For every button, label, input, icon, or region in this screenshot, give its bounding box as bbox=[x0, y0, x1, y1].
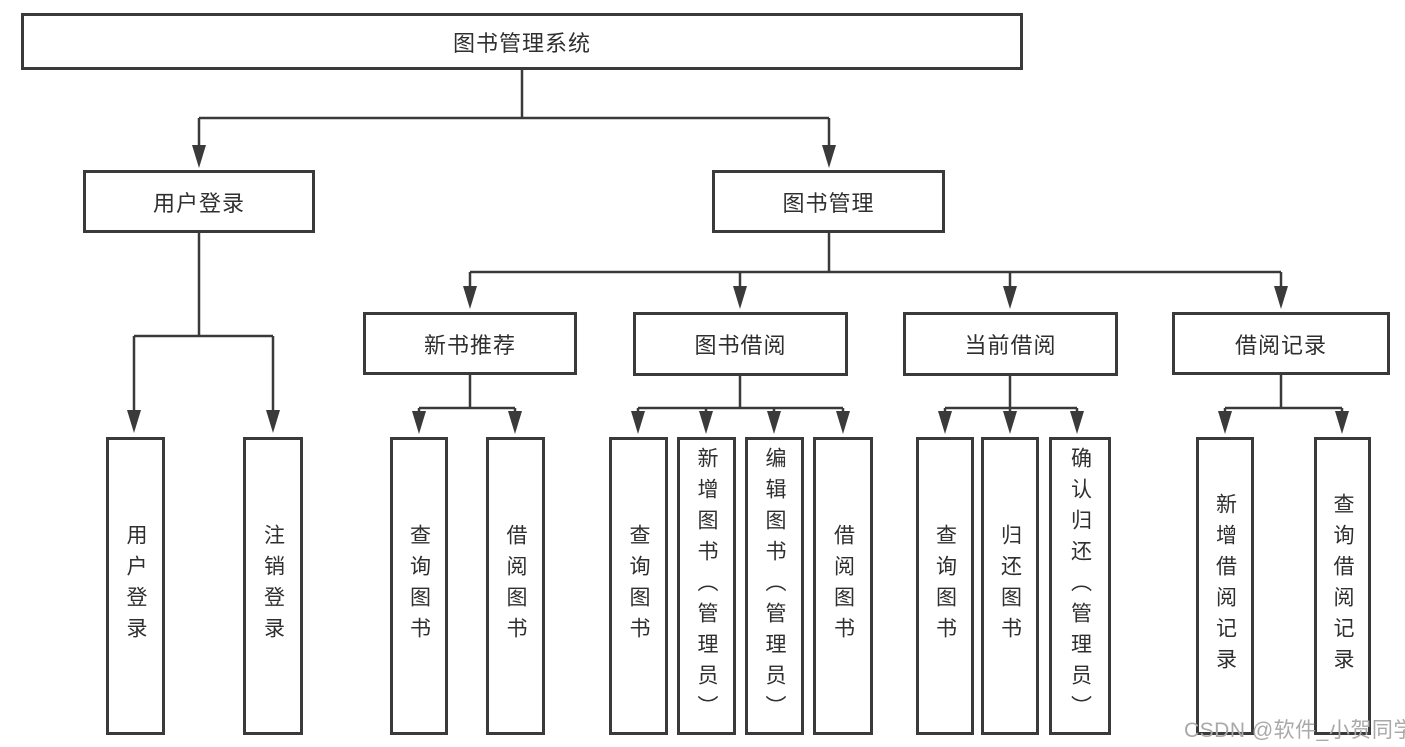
leaf-query-books-1: 查询图书 bbox=[390, 437, 448, 735]
watermark: CSDN @软件_小贺同学 bbox=[1184, 719, 1405, 742]
node-root: 图书管理系统 bbox=[21, 13, 1023, 70]
leaf-borrow-books-1-label: 借阅图书 bbox=[504, 524, 527, 648]
leaf-query-borrow-record: 查询借阅记录 bbox=[1314, 437, 1371, 735]
arrow-down-icon bbox=[699, 411, 713, 434]
arrow-down-icon bbox=[1274, 286, 1288, 309]
arrow-down-icon bbox=[508, 411, 522, 434]
connector-current-borrow-to-leaves bbox=[938, 375, 1084, 434]
leaf-user-login-label: 用户登录 bbox=[124, 524, 147, 648]
node-book-management: 图书管理 bbox=[712, 170, 945, 233]
leaf-query-borrow-record-label: 查询借阅记录 bbox=[1331, 493, 1354, 679]
leaf-query-books-2-label: 查询图书 bbox=[627, 524, 650, 648]
node-user-login-label: 用户登录 bbox=[152, 190, 245, 216]
arrow-down-icon bbox=[1003, 411, 1017, 434]
node-book-borrow-label: 图书借阅 bbox=[694, 333, 787, 358]
leaf-query-books-2: 查询图书 bbox=[609, 437, 668, 735]
connector-new-book-recommend-to-leaves bbox=[412, 375, 522, 434]
node-new-book-recommend: 新书推荐 bbox=[363, 312, 577, 375]
arrow-down-icon bbox=[1335, 411, 1349, 434]
node-borrow-record: 借阅记录 bbox=[1172, 312, 1390, 375]
node-current-borrow: 当前借阅 bbox=[903, 312, 1118, 376]
arrow-down-icon bbox=[1070, 411, 1084, 434]
connector-borrow-record-to-leaves bbox=[1218, 375, 1349, 434]
leaf-user-login: 用户登录 bbox=[106, 437, 165, 735]
arrow-down-icon bbox=[733, 286, 747, 309]
arrow-down-icon bbox=[836, 411, 850, 434]
connector-book-borrow-to-leaves bbox=[631, 375, 850, 434]
node-new-book-recommend-label: 新书推荐 bbox=[423, 332, 516, 358]
leaf-confirm-return-admin-label: 确认归还（管理员） bbox=[1068, 446, 1092, 726]
node-user-login: 用户登录 bbox=[83, 170, 315, 233]
leaf-query-books-1-label: 查询图书 bbox=[407, 524, 431, 648]
arrow-down-icon bbox=[192, 145, 206, 168]
node-borrow-record-label: 借阅记录 bbox=[1234, 332, 1327, 358]
node-current-borrow-label: 当前借阅 bbox=[964, 333, 1057, 358]
leaf-query-books-3: 查询图书 bbox=[916, 437, 974, 735]
leaf-return-books-label: 归还图书 bbox=[998, 524, 1022, 648]
leaf-logout-label: 注销登录 bbox=[261, 524, 285, 648]
leaf-edit-books-admin: 编辑图书（管理员） bbox=[745, 437, 804, 735]
connector-user-login-to-leaves bbox=[127, 233, 280, 433]
leaf-borrow-books-1: 借阅图书 bbox=[486, 437, 545, 735]
leaf-return-books: 归还图书 bbox=[981, 437, 1039, 735]
arrow-down-icon bbox=[1003, 286, 1017, 309]
arrow-down-icon bbox=[127, 410, 141, 433]
arrow-down-icon bbox=[266, 410, 280, 433]
connector-book-management-to-level3 bbox=[463, 233, 1288, 309]
leaf-borrow-books-2: 借阅图书 bbox=[813, 437, 873, 735]
arrow-down-icon bbox=[767, 411, 781, 434]
arrow-down-icon bbox=[412, 411, 426, 434]
node-book-borrow: 图书借阅 bbox=[633, 312, 848, 376]
arrow-down-icon bbox=[822, 145, 836, 168]
leaf-confirm-return-admin: 确认归还（管理员） bbox=[1049, 437, 1111, 735]
node-book-management-label: 图书管理 bbox=[782, 190, 875, 216]
leaf-add-borrow-record-label: 新增借阅记录 bbox=[1213, 493, 1237, 679]
leaf-edit-books-admin-label: 编辑图书（管理员） bbox=[763, 446, 786, 726]
leaf-query-books-3-label: 查询图书 bbox=[933, 524, 957, 648]
arrow-down-icon bbox=[1218, 411, 1232, 434]
node-root-label: 图书管理系统 bbox=[452, 30, 591, 56]
leaf-borrow-books-2-label: 借阅图书 bbox=[831, 524, 855, 648]
connector-root-to-level2 bbox=[192, 70, 836, 168]
arrow-down-icon bbox=[631, 411, 645, 434]
leaf-add-borrow-record: 新增借阅记录 bbox=[1196, 437, 1254, 735]
leaf-logout: 注销登录 bbox=[243, 437, 303, 735]
arrow-down-icon bbox=[938, 411, 952, 434]
arrow-down-icon bbox=[463, 286, 477, 309]
leaf-add-books-admin: 新增图书（管理员） bbox=[677, 437, 736, 735]
leaf-add-books-admin-label: 新增图书（管理员） bbox=[695, 446, 718, 726]
